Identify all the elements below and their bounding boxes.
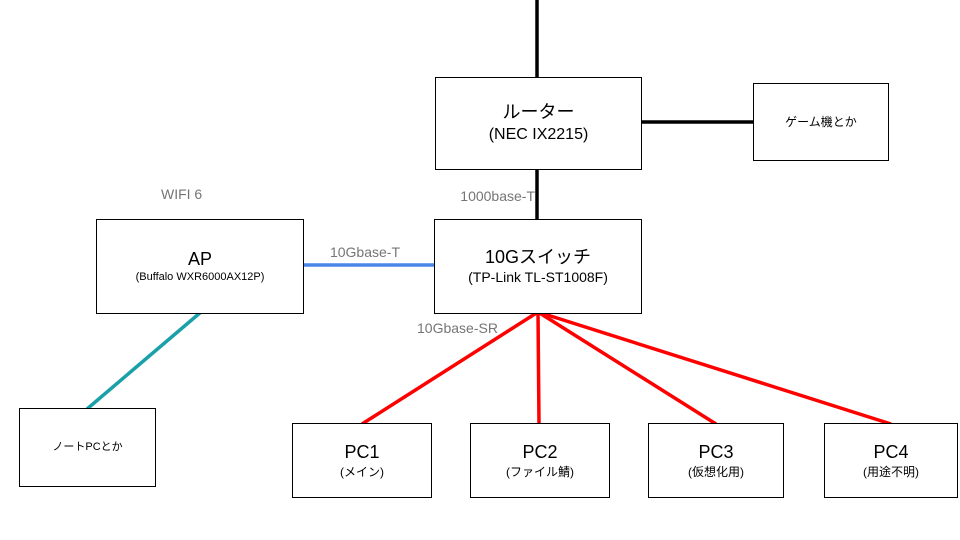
pc2-role: (ファイル鯖) bbox=[506, 464, 574, 479]
switch-pc3-line bbox=[537, 310, 717, 426]
pc1-title: PC1 bbox=[344, 442, 380, 463]
1000base-t-label: 1000base-T bbox=[460, 188, 535, 204]
10gbase-t-label: 10Gbase-T bbox=[329, 244, 401, 260]
node-laptop: ノートPCとか bbox=[19, 408, 156, 487]
pc3-title: PC3 bbox=[698, 442, 734, 463]
ap-model: (Buffalo WXR6000AX12P) bbox=[135, 271, 265, 284]
wifi6-label: WIFI 6 bbox=[161, 186, 203, 202]
switch-pc2-line bbox=[536, 311, 541, 425]
node-pc1: PC1 (メイン) bbox=[292, 423, 432, 498]
pc4-role: (用途不明) bbox=[863, 464, 919, 479]
node-pc2: PC2 (ファイル鯖) bbox=[470, 423, 610, 498]
pc1-role: (メイン) bbox=[340, 464, 384, 479]
ap-title: AP bbox=[187, 248, 212, 269]
pc3-role: (仮想化用) bbox=[688, 464, 744, 479]
pc4-title: PC4 bbox=[873, 442, 909, 463]
node-router: ルーター (NEC IX2215) bbox=[435, 77, 642, 170]
switch-model: (TP-Link TL-ST1008F) bbox=[468, 269, 608, 286]
router-title: ルーター bbox=[502, 102, 575, 123]
node-pc3: PC3 (仮想化用) bbox=[648, 423, 784, 498]
game-console-label: ゲーム機とか bbox=[785, 114, 857, 129]
switch-title: 10Gスイッチ bbox=[484, 246, 592, 267]
node-access-point: AP (Buffalo WXR6000AX12P) bbox=[96, 219, 304, 314]
router-model: (NEC IX2215) bbox=[488, 125, 589, 143]
10gbase-sr-label: 10Gbase-SR bbox=[417, 320, 498, 336]
node-pc4: PC4 (用途不明) bbox=[824, 423, 958, 498]
ap-laptop-wifi-line bbox=[85, 310, 203, 411]
switch-pc1-line bbox=[361, 310, 539, 426]
node-game-console: ゲーム機とか bbox=[753, 83, 889, 161]
laptop-label: ノートPCとか bbox=[52, 440, 123, 453]
switch-pc4-line bbox=[537, 310, 892, 426]
pc2-title: PC2 bbox=[522, 442, 558, 463]
node-10g-switch: 10Gスイッチ (TP-Link TL-ST1008F) bbox=[434, 219, 642, 314]
